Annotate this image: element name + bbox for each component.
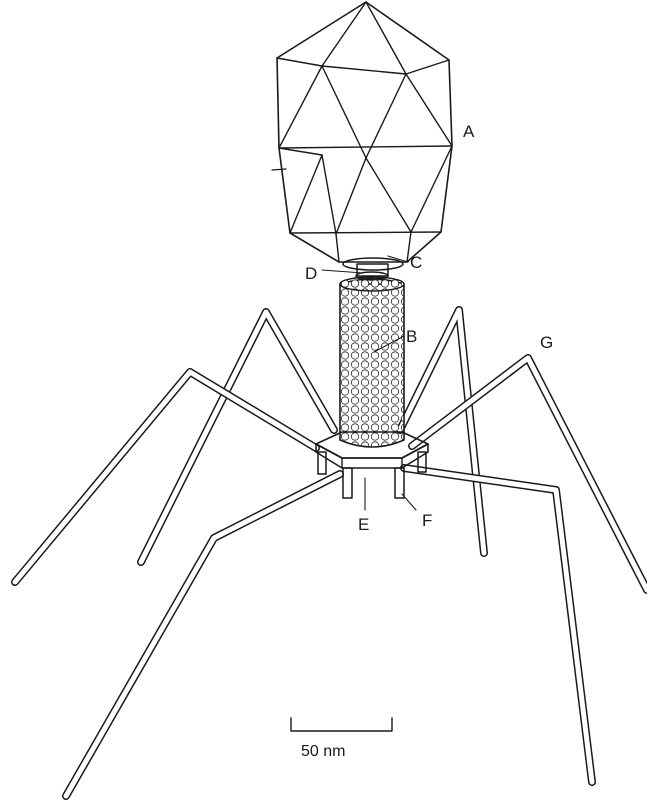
label-a: A bbox=[463, 122, 475, 141]
tail-fiber-back-right bbox=[400, 310, 484, 553]
label-d: D bbox=[305, 264, 317, 283]
scale-bar: 50 nm bbox=[291, 718, 392, 760]
label-c: C bbox=[410, 253, 422, 272]
label-b: B bbox=[406, 327, 417, 346]
tail-fiber-left bbox=[15, 372, 316, 582]
tail-fibers bbox=[15, 310, 647, 796]
capsid-head bbox=[272, 2, 452, 262]
tail-fiber-front-left bbox=[66, 474, 340, 796]
scale-bar-label: 50 nm bbox=[301, 743, 345, 760]
label-e: E bbox=[358, 515, 369, 534]
label-f: F bbox=[422, 511, 432, 530]
label-g: G bbox=[540, 333, 553, 352]
tail-sheath bbox=[340, 277, 404, 447]
